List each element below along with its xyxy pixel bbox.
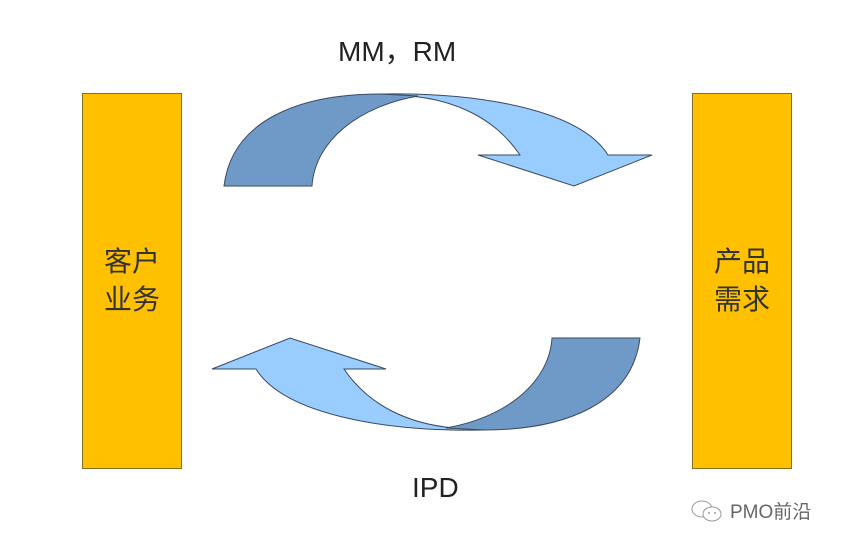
top-curved-arrow — [223, 93, 653, 187]
watermark-text: PMO前沿 — [730, 502, 812, 523]
bottom-arrow-label: IPD — [412, 472, 459, 503]
top-arrow-light-part — [379, 93, 653, 187]
top-arrow-label: MM，RM — [338, 36, 457, 67]
bottom-arrow-light-part — [211, 337, 485, 431]
customer-business-box: 客户业务 — [82, 93, 182, 469]
bottom-arrow-dark-part — [445, 337, 641, 431]
product-requirement-box: 产品需求 — [692, 93, 792, 469]
top-arrow-dark-part — [223, 93, 419, 187]
product-requirement-label: 产品需求 — [713, 245, 770, 316]
wechat-icon — [691, 500, 722, 521]
customer-business-label: 客户业务 — [103, 245, 160, 316]
bottom-curved-arrow — [211, 337, 641, 431]
watermark: PMO前沿 — [690, 497, 811, 524]
